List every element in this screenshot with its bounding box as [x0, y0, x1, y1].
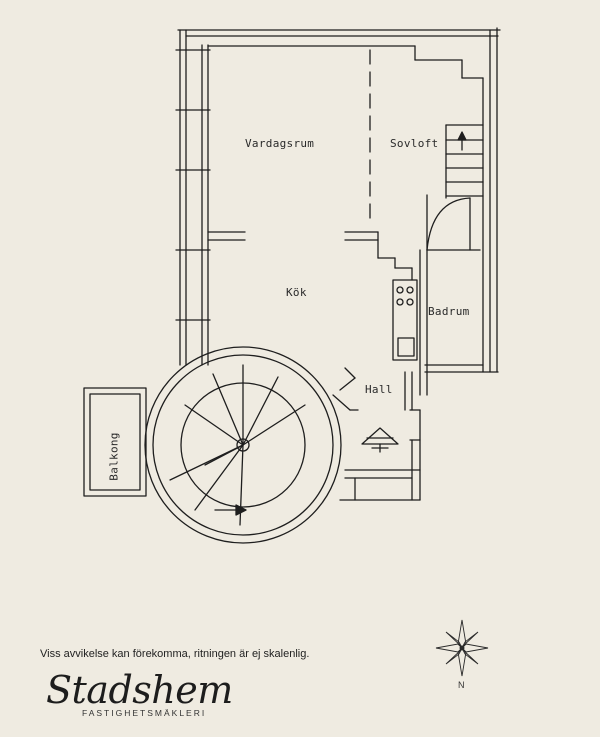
compass-north-label: N — [458, 680, 465, 690]
room-label-balkong: Balkong — [107, 432, 121, 481]
spiral-staircase — [144, 346, 342, 544]
hall-stair-symbol — [361, 427, 399, 453]
disclaimer-text: Viss avvikelse kan förekomma, ritningen … — [40, 648, 310, 660]
top-wall — [177, 29, 501, 79]
hall-walls — [332, 367, 421, 501]
brand-logo: Stadshem — [46, 668, 233, 712]
left-wall-windows — [175, 29, 211, 366]
room-label-vardagsrum: Vardagsrum — [245, 137, 315, 150]
sovloft-stairs — [445, 124, 484, 199]
room-label-sovloft: Sovloft — [390, 137, 439, 150]
balcony — [83, 387, 147, 497]
kitchen-counter — [392, 279, 418, 361]
partition-walls — [207, 194, 481, 396]
room-label-kok: Kök — [286, 286, 307, 299]
brand-tagline: FASTIGHETSMÄKLERI — [82, 708, 207, 718]
room-label-badrum: Badrum — [428, 305, 470, 318]
right-wall — [424, 27, 499, 373]
room-label-hall: Hall — [365, 383, 393, 396]
compass-rose-icon — [435, 619, 489, 677]
